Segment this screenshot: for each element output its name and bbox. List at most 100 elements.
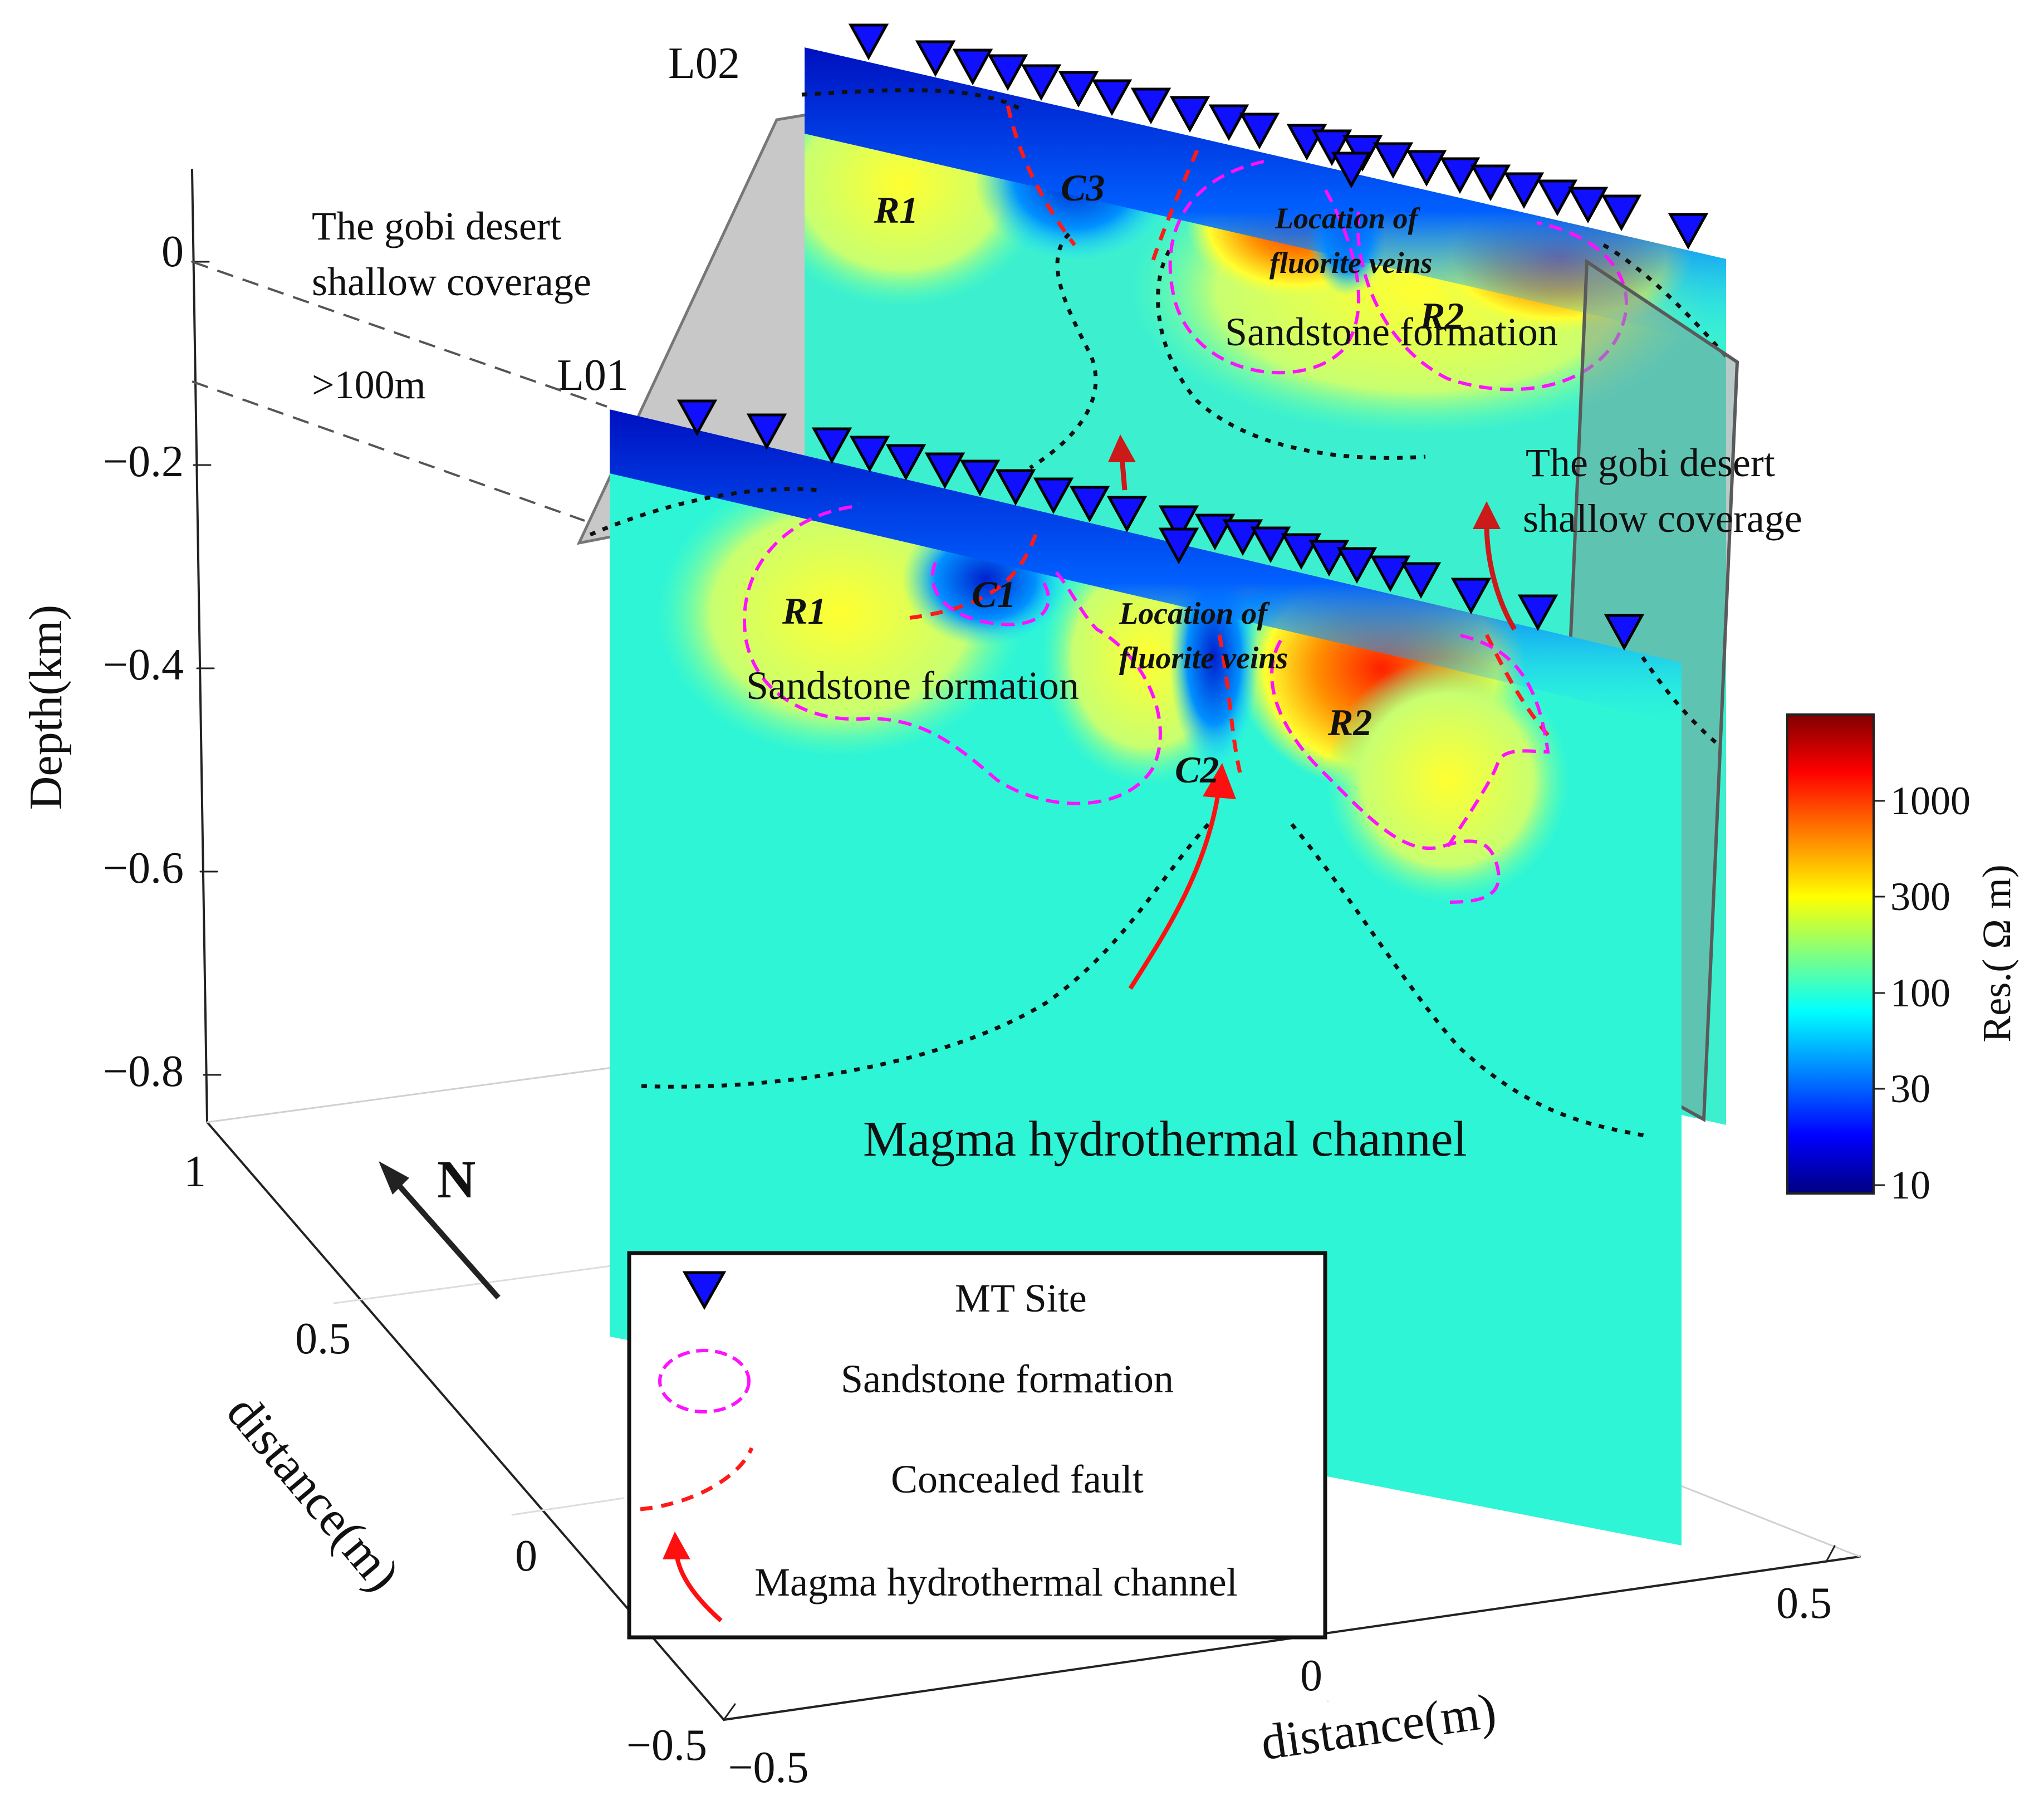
legend-mt-site-label: MT Site bbox=[955, 1276, 1087, 1320]
channel-arrowhead-main bbox=[1203, 763, 1236, 799]
colorbar-tick-label: 30 bbox=[1890, 1067, 1930, 1111]
l02-fault-2 bbox=[1150, 149, 1199, 263]
mt-site-triangle bbox=[1091, 79, 1133, 116]
x-tick-labels: −0.5 0 0.5 bbox=[728, 1579, 1832, 1792]
mt-site-triangle bbox=[1208, 104, 1249, 141]
mt-site-triangle bbox=[1331, 151, 1372, 189]
mt-site-triangle bbox=[1450, 578, 1492, 615]
colorbar-tick-label: 10 bbox=[1890, 1163, 1930, 1207]
l02-c3-label: C3 bbox=[1061, 167, 1105, 209]
l02-boundary-east bbox=[1602, 243, 1728, 358]
colorbar-tick-label: 300 bbox=[1890, 874, 1950, 919]
legend-channel-icon bbox=[674, 1553, 723, 1622]
y-axis-label: distance(m) bbox=[216, 1385, 410, 1602]
mt-site-triangle bbox=[885, 444, 927, 481]
depth-100m-label: >100m bbox=[312, 363, 426, 407]
x-tick bbox=[723, 1703, 736, 1721]
l01-boundary-left bbox=[640, 823, 1210, 1089]
mt-site-triangle bbox=[1668, 213, 1709, 250]
l02-fault-1 bbox=[1006, 105, 1076, 247]
channel-arrow-main bbox=[1128, 785, 1222, 990]
y-tick-label: −0.5 bbox=[626, 1721, 707, 1770]
depth-tick-label: −0.6 bbox=[103, 844, 184, 893]
mt-site-triangle bbox=[952, 48, 993, 86]
l01-r2-halo bbox=[1325, 657, 1570, 902]
x-tick-label: 0 bbox=[1300, 1651, 1322, 1700]
back-floor-line bbox=[206, 1065, 622, 1123]
l02-r2-label: R2 bbox=[1419, 295, 1464, 337]
mt-site-triangle bbox=[1336, 547, 1378, 584]
north-label: N bbox=[437, 1149, 476, 1209]
mt-site-triangle bbox=[1406, 150, 1447, 187]
mt-site-triangle bbox=[1069, 486, 1110, 523]
l01-boundary-top bbox=[589, 487, 819, 537]
l02-labels: L02 R1 C3 R2 Location of fluorite veins … bbox=[668, 39, 1558, 354]
mt-site-triangle bbox=[1503, 172, 1545, 209]
mt-site-triangle bbox=[1239, 112, 1280, 150]
mt-site-triangle bbox=[1373, 142, 1414, 179]
depth-tick-label: 0 bbox=[161, 227, 184, 276]
mt-site-triangle bbox=[1281, 533, 1322, 570]
gobi-label-left-line2: shallow coverage bbox=[312, 260, 591, 304]
l01-sandstone-label: Sandstone formation bbox=[746, 663, 1079, 708]
channel-arrow-l02-right bbox=[1484, 523, 1517, 631]
mt-site-triangle bbox=[1021, 64, 1062, 101]
mt-site-triangle bbox=[811, 427, 852, 464]
legend-channel-label: Magma hydrothermal channel bbox=[754, 1560, 1238, 1604]
l01-r1-label: R1 bbox=[782, 590, 826, 632]
colorbar-label: Res.( Ω m) bbox=[1974, 864, 2019, 1042]
mt-site-triangle bbox=[1169, 96, 1210, 133]
floor-grid-2 bbox=[511, 1497, 625, 1516]
channel-arrowhead-l02-left bbox=[1108, 434, 1136, 462]
l01-labels: L01 R1 C1 R2 C2 Location of fluorite vei… bbox=[557, 351, 1467, 1167]
l01-fluorite-line1: Location of bbox=[1119, 596, 1270, 631]
mt-site-triangle bbox=[1604, 614, 1645, 651]
north-arrow-shaft bbox=[388, 1173, 501, 1300]
l02-boundary-top bbox=[801, 88, 1026, 113]
mt-site-triangle bbox=[746, 413, 787, 451]
gobi-label-right-line2: shallow coverage bbox=[1523, 496, 1802, 541]
l01-fluorite-line2: fluorite veins bbox=[1119, 641, 1288, 676]
y-tick-label: 1 bbox=[184, 1147, 206, 1196]
north-arrow-head bbox=[379, 1161, 409, 1195]
l01-c1-label: C1 bbox=[972, 573, 1016, 615]
y-tick-label: 0.5 bbox=[295, 1314, 351, 1363]
mt-site-triangle bbox=[1130, 87, 1171, 125]
gobi-leader-line-bottom bbox=[192, 380, 585, 522]
legend-box bbox=[627, 1251, 1327, 1640]
y-tick-label: 0 bbox=[515, 1532, 537, 1581]
l01-surface-conductive-band bbox=[610, 409, 1682, 724]
mt-site-triangle bbox=[987, 54, 1028, 91]
magma-channel-arrows bbox=[1108, 434, 1517, 990]
l02-interpretation bbox=[801, 88, 1728, 469]
colorbar-ramp bbox=[1786, 713, 1875, 1195]
mt-site-triangle bbox=[1106, 496, 1148, 533]
mt-site-triangle bbox=[1033, 477, 1074, 515]
mt-site-triangle bbox=[1517, 594, 1558, 632]
l02-profile-label: L02 bbox=[668, 39, 740, 88]
magma-channel-label: Magma hydrothermal channel bbox=[863, 1112, 1467, 1167]
mt-site-triangle bbox=[849, 436, 890, 473]
mt-site-triangle bbox=[848, 23, 889, 61]
legend-channel-arrowhead bbox=[663, 1532, 690, 1559]
l02-mt-sites bbox=[848, 23, 1709, 250]
l02-r1-label: R1 bbox=[874, 189, 918, 231]
mt-site-triangle bbox=[1370, 555, 1411, 593]
north-arrow: N bbox=[379, 1149, 501, 1300]
l01-c2-label: C2 bbox=[1175, 749, 1219, 791]
channel-arrowhead-l02-right bbox=[1473, 501, 1501, 529]
mt-site-triangle bbox=[1470, 164, 1511, 202]
depth-tick-label: −0.4 bbox=[103, 640, 184, 689]
colorbar-tick-label: 100 bbox=[1890, 971, 1950, 1015]
legend-sandstone-icon bbox=[658, 1349, 751, 1413]
l02-fluorite-line2: fluorite veins bbox=[1269, 246, 1433, 280]
mt-site-triangle bbox=[1250, 526, 1291, 564]
mt-site-triangle bbox=[1311, 129, 1352, 167]
mt-site-triangle bbox=[995, 469, 1036, 506]
mt-site-triangle bbox=[1158, 505, 1199, 542]
gobi-label-right-line1: The gobi desert bbox=[1526, 441, 1775, 485]
gobi-leader-line-top bbox=[192, 261, 607, 408]
mt-site-triangle bbox=[1058, 71, 1099, 108]
legend-mt-site-icon bbox=[682, 1271, 727, 1310]
mt-site-triangle bbox=[915, 40, 956, 77]
